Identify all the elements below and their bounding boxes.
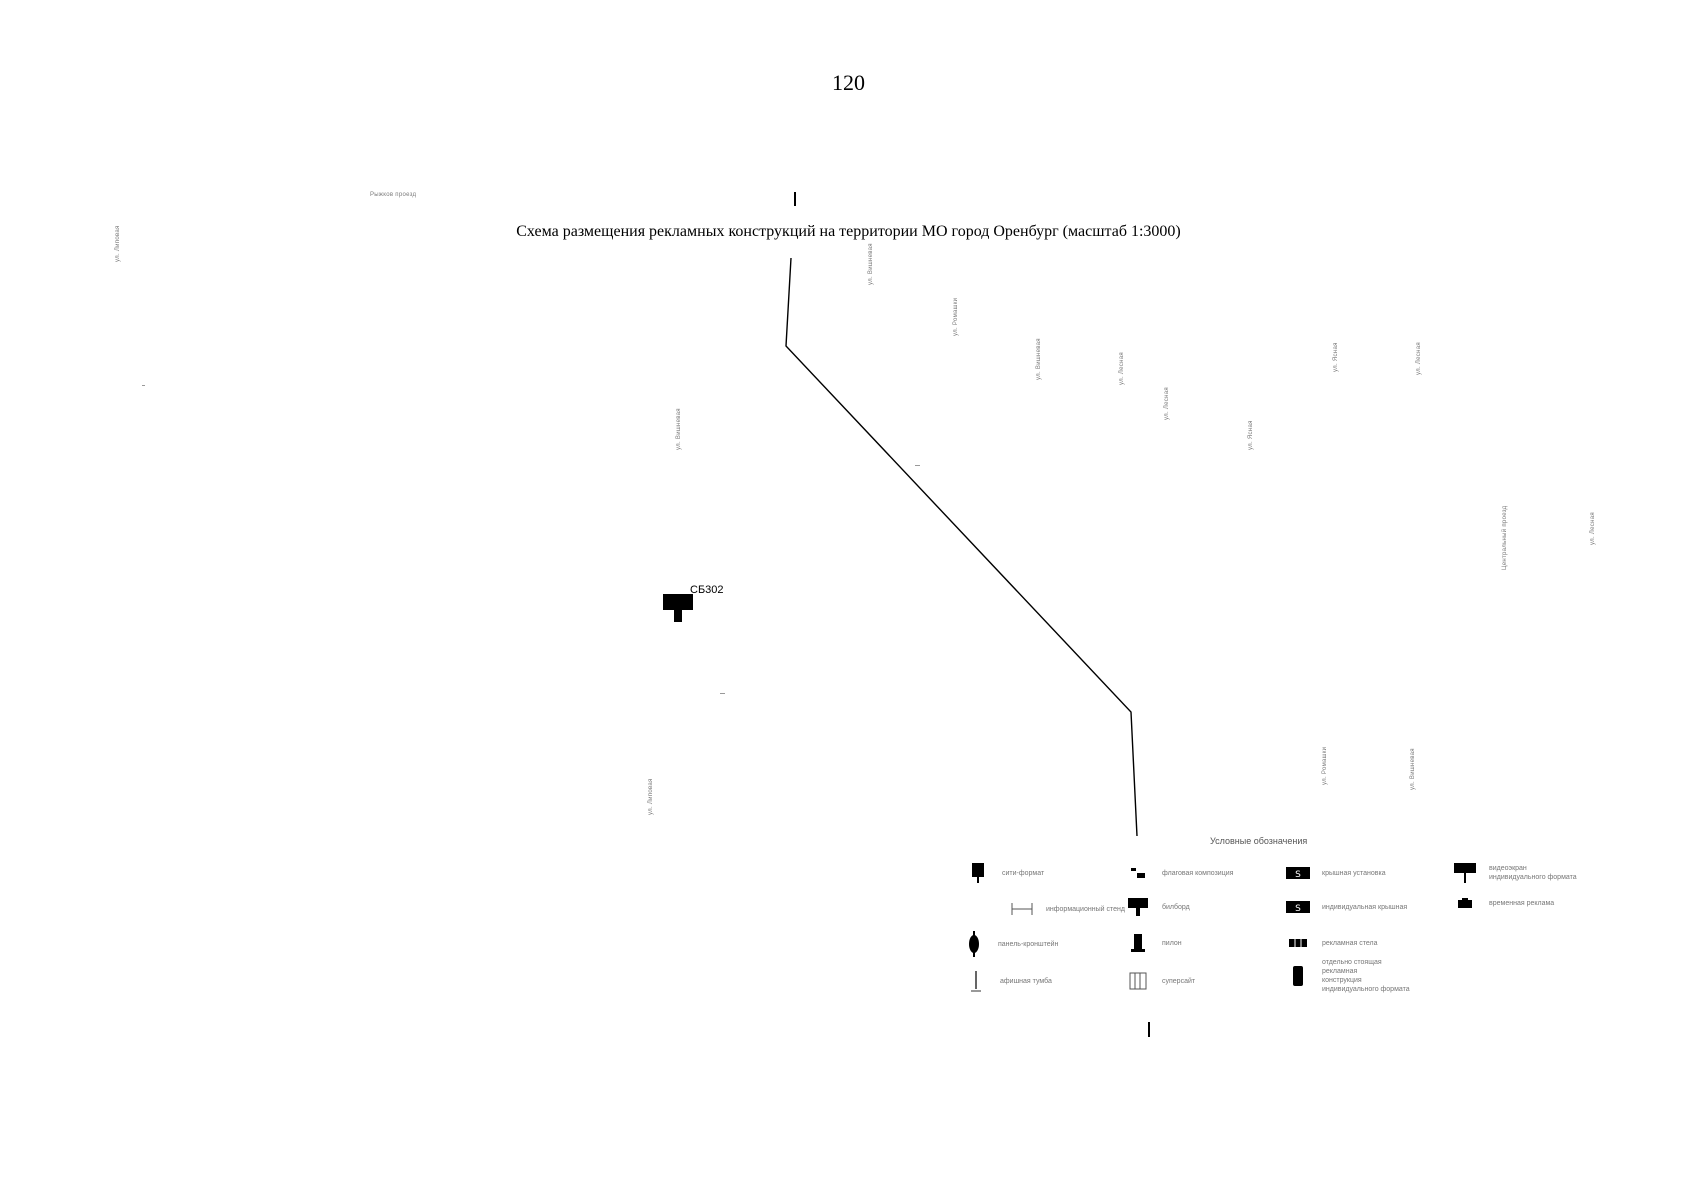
legend-title: Условные обозначения <box>1210 836 1308 846</box>
legend-item: рекламная стела <box>1286 932 1377 954</box>
ad-stele-icon <box>1286 932 1310 954</box>
billboard-icon <box>1126 896 1150 918</box>
map-speck <box>720 693 725 694</box>
video-screen-icon <box>1453 862 1477 884</box>
svg-text:S: S <box>1295 904 1301 914</box>
street-label: ул. Лесная <box>1590 512 1596 545</box>
marker-label: СБ302 <box>690 584 724 596</box>
street-label: ул. Вишневая <box>1410 748 1416 790</box>
supersite-icon <box>1126 970 1150 992</box>
legend-item: S крышная установка <box>1286 862 1386 884</box>
legend-item: сити-формат <box>966 862 1044 884</box>
legend-item: билборд <box>1126 896 1190 918</box>
legend-label: пилон <box>1162 939 1182 947</box>
street-label: ул. Лесная <box>1164 387 1170 420</box>
street-label: ул. Вишневая <box>676 408 682 450</box>
legend-item: панель-кронштейн <box>962 931 1059 957</box>
legend-item: флаговая композиция <box>1126 862 1233 884</box>
legend-item: афишная тумба <box>964 970 1052 992</box>
legend-label: сити-формат <box>1002 869 1045 877</box>
roof-installation-icon: S <box>1286 862 1310 884</box>
flag-composition-icon <box>1126 862 1150 884</box>
svg-text:S: S <box>1295 870 1301 880</box>
legend-label: билборд <box>1162 903 1190 911</box>
legend-label: рекламная стела <box>1322 939 1378 947</box>
legend-label: панель-кронштейн <box>998 940 1059 948</box>
legend-item: видеоэкран индивидуального формата <box>1453 862 1577 884</box>
street-label: Центральный проезд <box>1502 505 1508 570</box>
street-label: ул. Ромашки <box>1322 746 1328 785</box>
legend-label: суперсайт <box>1162 977 1196 985</box>
poster-column-icon <box>964 970 988 992</box>
street-label: Рыжков проезд <box>370 192 417 198</box>
standalone-structure-icon <box>1286 965 1310 987</box>
page-number: 120 <box>832 70 865 95</box>
tick-mark-top <box>794 192 796 206</box>
info-stand-icon <box>1010 898 1034 920</box>
legend-item: временная реклама <box>1453 892 1554 914</box>
map-speck <box>915 465 920 466</box>
legend-label: временная реклама <box>1489 899 1555 907</box>
legend-label: афишная тумба <box>1000 977 1052 985</box>
tick-mark-bottom <box>1148 1022 1150 1037</box>
legend-label: отдельно стоящая рекламная конструкция и… <box>1322 959 1410 993</box>
legend-label: информационный стенд <box>1046 905 1125 913</box>
street-label: ул. Лесная <box>1416 342 1422 375</box>
pylon-icon <box>1126 932 1150 954</box>
legend-label: флаговая композиция <box>1162 869 1234 877</box>
legend-item: пилон <box>1126 932 1182 954</box>
city-format-icon <box>966 862 990 884</box>
legend-item: суперсайт <box>1126 970 1195 992</box>
street-label: ул. Ромашки <box>953 297 959 336</box>
bracket-panel-icon <box>962 931 986 957</box>
legend-label: видеоэкран индивидуального формата <box>1489 865 1577 881</box>
street-label: ул. Липовая <box>115 225 121 262</box>
street-label: ул. Вишневая <box>868 243 874 285</box>
legend-item: информационный стенд <box>1010 898 1125 920</box>
street-label: ул. Липовая <box>648 778 654 815</box>
legend-label: крышная установка <box>1322 869 1386 877</box>
legend-item: отдельно стоящая рекламная конструкция и… <box>1286 958 1410 994</box>
map-title: Схема размещения рекламных конструкций н… <box>516 223 1181 240</box>
roof-individual-icon: S <box>1286 896 1310 918</box>
street-label: ул. Ясная <box>1248 420 1254 450</box>
legend-label: индивидуальная крышная <box>1322 903 1408 911</box>
temporary-ad-icon <box>1453 892 1477 914</box>
billboard-icon[interactable] <box>663 594 693 622</box>
legend-item: S индивидуальная крышная <box>1286 896 1407 918</box>
street-label: ул. Ясная <box>1333 342 1339 372</box>
map-speck <box>142 385 145 386</box>
street-label: ул. Лесная <box>1119 352 1125 385</box>
street-label: ул. Вишневая <box>1036 338 1042 380</box>
